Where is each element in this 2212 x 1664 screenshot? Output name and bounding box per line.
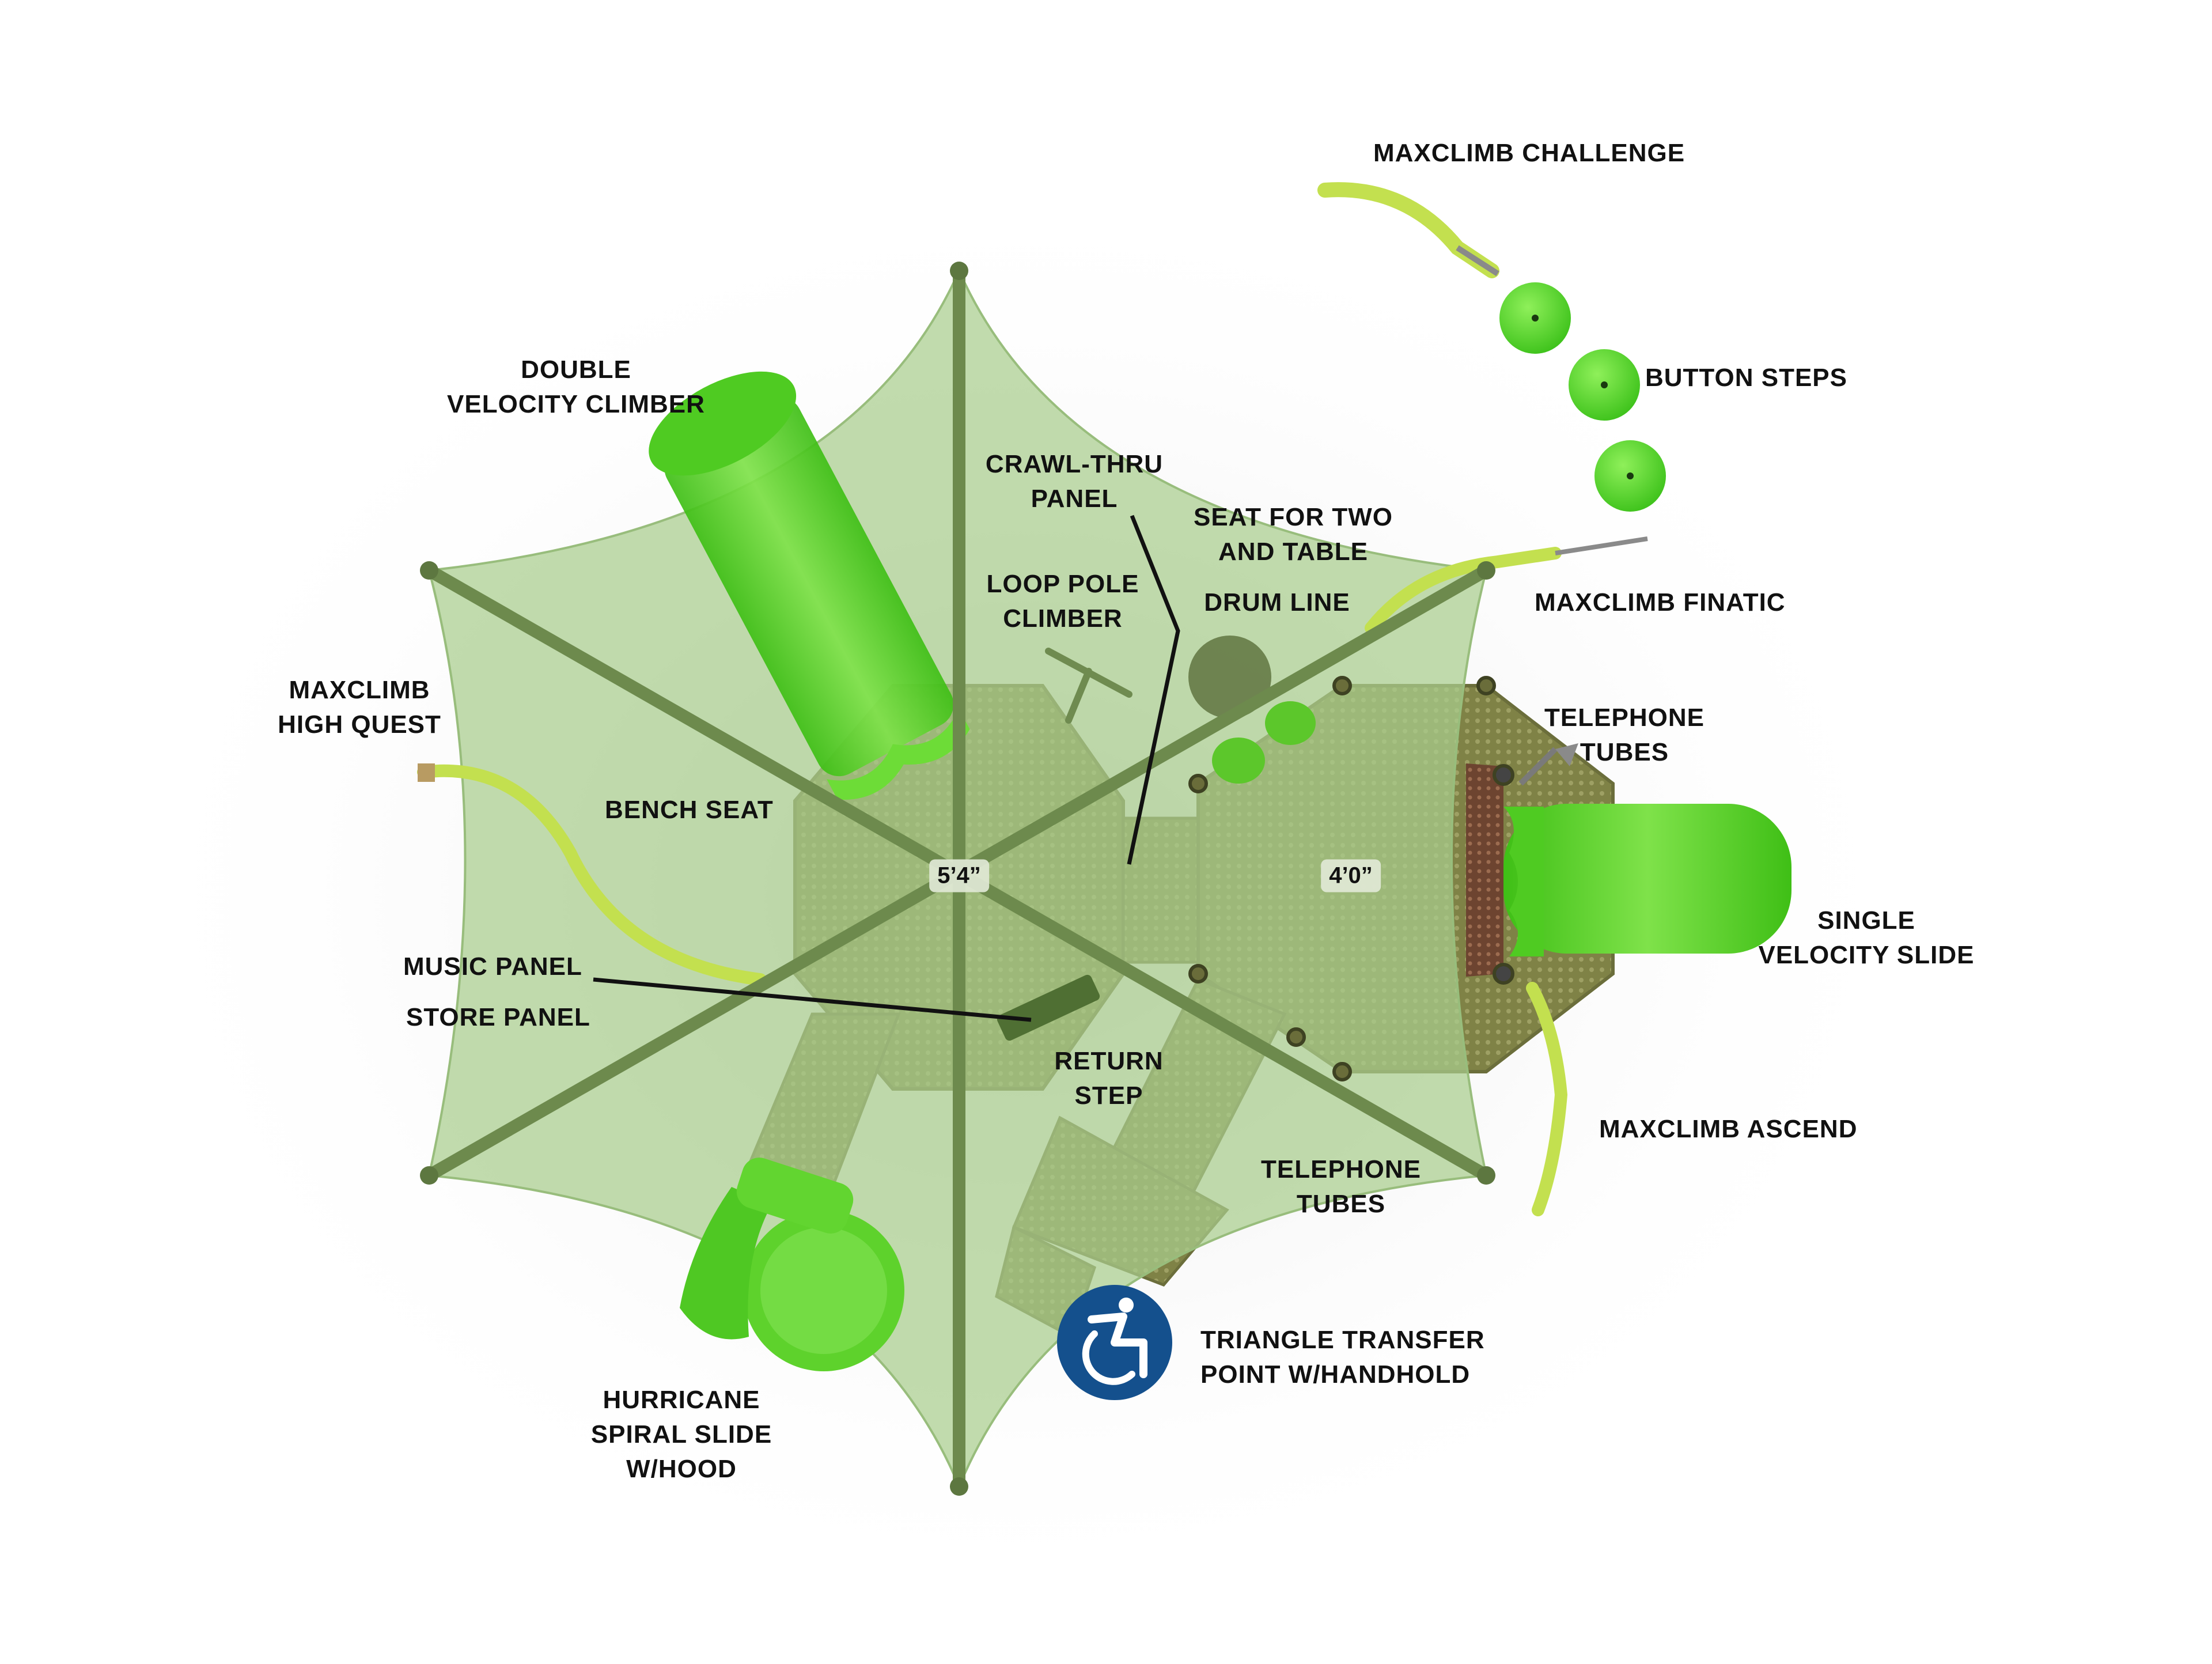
- label-crawl-thru-panel: CRAWL-THRU PANEL: [985, 450, 1164, 513]
- hurricane-spiral-slide: [680, 1158, 904, 1371]
- seat-for-two: [1212, 701, 1316, 784]
- leader-lines: [593, 515, 1180, 1022]
- deck-height-left: 5’4”: [929, 859, 989, 892]
- button-steps: [1499, 282, 1666, 512]
- label-telephone-tubes-bottom: TELEPHONE TUBES: [1261, 1155, 1421, 1218]
- label-maxclimb-high-quest: MAXCLIMB HIGH QUEST: [278, 676, 441, 739]
- label-button-steps: BUTTON STEPS: [1645, 364, 1848, 392]
- label-double-velocity-climber: DOUBLE VELOCITY CLIMBER: [447, 356, 705, 418]
- label-store-panel: STORE PANEL: [406, 1003, 590, 1031]
- drum-line: [1188, 636, 1271, 718]
- label-maxclimb-ascend: MAXCLIMB ASCEND: [1599, 1115, 1858, 1143]
- label-return-step: RETURN STEP: [1054, 1047, 1164, 1110]
- label-loop-pole-climber: LOOP POLE CLIMBER: [986, 570, 1139, 633]
- maxclimb-high-quest: [417, 764, 767, 986]
- label-triangle-transfer: TRIANGLE TRANSFER POINT W/HANDHOLD: [1200, 1326, 1485, 1389]
- label-telephone-tubes-top: TELEPHONE TUBES: [1544, 704, 1705, 766]
- deck-height-right: 4’0”: [1321, 859, 1381, 892]
- telephone-tube-top: [1518, 747, 1558, 786]
- label-hurricane-spiral-slide: HURRICANE SPIRAL SLIDE W/HOOD: [590, 1386, 772, 1483]
- music-store-panel: [997, 974, 1100, 1041]
- label-maxclimb-challenge: MAXCLIMB CHALLENGE: [1373, 139, 1685, 167]
- label-single-velocity-slide: SINGLE VELOCITY SLIDE: [1758, 906, 1975, 969]
- label-music-panel: MUSIC PANEL: [403, 952, 582, 981]
- label-bench-seat: BENCH SEAT: [605, 796, 774, 824]
- double-velocity-climber: [649, 371, 970, 800]
- wheelchair-accessibility-icon: [1057, 1285, 1172, 1400]
- maxclimb-ascend: [1526, 982, 1568, 1216]
- tunnel-panel: [1466, 763, 1503, 977]
- loop-pole-climber: [1045, 648, 1132, 724]
- label-seat-for-two: SEAT FOR TWO AND TABLE: [1193, 503, 1393, 566]
- maxclimb-challenge: [1317, 182, 1499, 278]
- single-velocity-slide: [1503, 804, 1791, 956]
- label-maxclimb-finatic: MAXCLIMB FINATIC: [1535, 588, 1786, 617]
- label-drum-line: DRUM LINE: [1204, 588, 1350, 617]
